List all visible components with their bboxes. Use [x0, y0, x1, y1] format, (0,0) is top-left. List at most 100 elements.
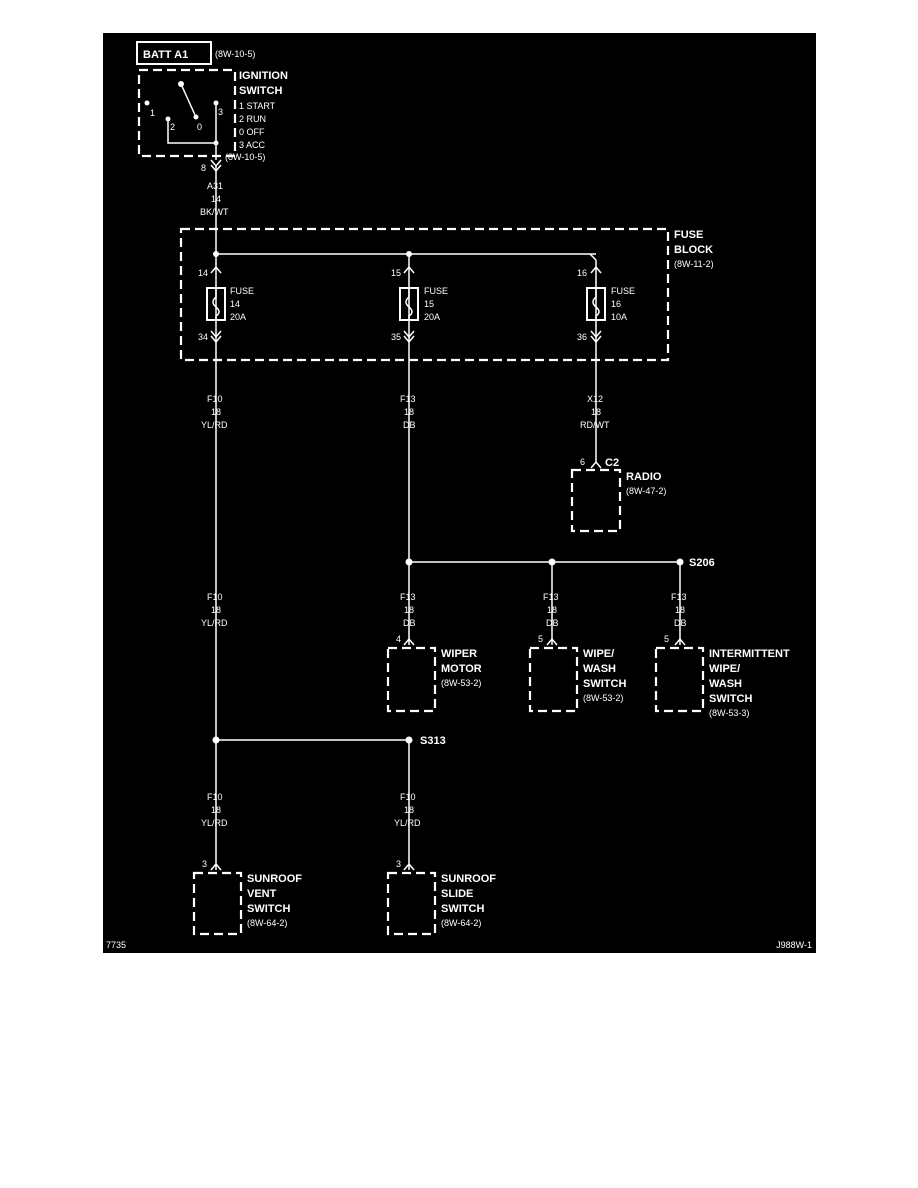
sunroof-slide-switch-line-2: SLIDE	[441, 888, 473, 900]
wipe-wash-switch-ref: (8W-53-2)	[583, 693, 623, 703]
fuse-15-out-connector-2	[403, 335, 415, 344]
wire-f13-wipe-wash-circuit: F13	[543, 592, 559, 602]
sunroof-vent-switch-line-2: VENT	[247, 888, 277, 900]
wire-x12-circuit: X12	[587, 394, 603, 404]
ignition-position-4: 3 ACC	[239, 140, 266, 150]
fuse-block-box	[179, 227, 670, 362]
fuse-15-number: 15	[424, 299, 434, 309]
sunroof-slide-switch-connector	[403, 862, 415, 871]
fuse-14-out-pin: 34	[198, 332, 208, 342]
ignition-bus-junction	[213, 140, 219, 146]
intermittent-switch-connector	[674, 637, 686, 646]
splice-s206-junction-wiper	[405, 558, 413, 566]
sunroof-slide-switch-pin: 3	[396, 859, 401, 869]
fuse-15-out-connector	[403, 330, 415, 339]
footer-right-code: J988W-1	[776, 940, 812, 950]
wire-f13-wipe-wash-color: DB	[546, 618, 559, 628]
fuse-14-in-pin: 14	[198, 268, 208, 278]
ignition-terminal-0: 0	[197, 122, 202, 132]
wipe-wash-switch-pin: 5	[538, 634, 543, 644]
sunroof-vent-switch-pin: 3	[202, 859, 207, 869]
wire-f13-top-color: DB	[403, 420, 416, 430]
radio-pin: 6	[580, 457, 585, 467]
ignition-terminal-2: 2	[170, 122, 175, 132]
fuse-block-ref: (8W-11-2)	[674, 259, 714, 269]
wire-f13-wipe-wash-gauge: 18	[547, 605, 557, 615]
fuse-14-number: 14	[230, 299, 240, 309]
ignition-terminal-3: 3	[218, 107, 223, 117]
radio-title: RADIO	[626, 471, 662, 483]
fuse-block-title-2: BLOCK	[674, 244, 713, 256]
wire-f13-wiper-color: DB	[403, 618, 416, 628]
batt-source-ref: (8W-10-5)	[215, 49, 255, 59]
fuse-15-in-pin: 15	[391, 268, 401, 278]
wipe-wash-switch: 5 WIPE/ WASH SWITCH (8W-53-2)	[528, 634, 626, 713]
wiper-motor-line-1: WIPER	[441, 648, 477, 660]
wire-f13-top-circuit: F13	[400, 394, 416, 404]
wire-f10-vent-color: YL/RD	[201, 818, 228, 828]
sunroof-slide-switch-box	[386, 871, 437, 936]
wire-f10-top-color: YL/RD	[201, 420, 228, 430]
wire-x12-gauge: 18	[591, 407, 601, 417]
fuse-16-in-pin: 16	[577, 268, 587, 278]
ignition-contact-1	[144, 100, 150, 106]
fuse-14-out-connector	[210, 330, 222, 339]
fuse-16-in-connector	[590, 265, 602, 274]
splice-s313-label: S313	[420, 735, 446, 747]
ignition-terminal-1: 1	[150, 108, 155, 118]
wire-f13-intermittent-gauge: 18	[675, 605, 685, 615]
fuse-16-number: 16	[611, 299, 621, 309]
sunroof-vent-switch: 3 SUNROOF VENT SWITCH (8W-64-2)	[192, 859, 302, 936]
wiper-motor-box	[386, 646, 437, 713]
radio: 6 C2 RADIO (8W-47-2)	[570, 457, 666, 533]
sunroof-vent-switch-line-1: SUNROOF	[247, 873, 302, 885]
splice-s313-junction-vent	[212, 736, 220, 744]
ignition-internal-bus	[167, 119, 216, 144]
fuse-bus-corner-16	[589, 253, 597, 261]
fuse-14-in-connector	[210, 265, 222, 274]
fuse-block: FUSE BLOCK (8W-11-2) 14 34 FUSE 14 20A 1…	[179, 227, 714, 362]
intermittent-switch-line-2: WIPE/	[709, 663, 740, 675]
sunroof-vent-switch-line-3: SWITCH	[247, 903, 290, 915]
batt-source-label: BATT A1	[143, 49, 188, 61]
fuse-16-out-connector	[590, 330, 602, 339]
wire-f13-intermittent-circuit: F13	[671, 592, 687, 602]
sunroof-vent-switch-ref: (8W-64-2)	[247, 918, 287, 928]
wipe-wash-switch-line-3: SWITCH	[583, 678, 626, 690]
radio-connector	[590, 460, 602, 469]
fuse-block-title-1: FUSE	[674, 229, 703, 241]
wiper-motor-pin: 4	[396, 634, 401, 644]
intermittent-switch-line-3: WASH	[709, 678, 742, 690]
wipe-wash-switch-box	[528, 646, 579, 713]
sunroof-vent-switch-connector	[210, 862, 222, 871]
fuse-15-label: FUSE	[424, 286, 448, 296]
wiper-motor-line-2: MOTOR	[441, 663, 482, 675]
fuse-15-in-connector	[403, 265, 415, 274]
fuse-16-element	[592, 288, 600, 320]
splice-s206-label: S206	[689, 557, 715, 569]
ignition-switch-title-2: SWITCH	[239, 85, 282, 97]
ignition-lever	[180, 83, 196, 116]
wire-f10-top-gauge: 18	[211, 407, 221, 417]
intermittent-switch-line-4: SWITCH	[709, 693, 752, 705]
intermittent-switch-ref: (8W-53-3)	[709, 708, 749, 718]
sunroof-slide-switch: 3 SUNROOF SLIDE SWITCH (8W-64-2)	[386, 859, 496, 936]
feed-wire-gauge: 14	[211, 194, 221, 204]
fuse-15-out-pin: 35	[391, 332, 401, 342]
ignition-contact-0	[193, 114, 199, 120]
fuse-16-out-connector-2	[590, 335, 602, 344]
wire-f10-slide-circuit: F10	[400, 792, 416, 802]
wire-x12-color: RD/WT	[580, 420, 610, 430]
wire-f10-mid-circuit: F10	[207, 592, 223, 602]
intermittent-wipe-wash-switch: 5 INTERMITTENT WIPE/ WASH SWITCH (8W-53-…	[654, 634, 790, 718]
intermittent-switch-line-1: INTERMITTENT	[709, 648, 790, 660]
wire-f13-wiper-gauge: 18	[404, 605, 414, 615]
wiper-motor: 4 WIPER MOTOR (8W-53-2)	[386, 634, 482, 713]
intermittent-switch-pin: 5	[664, 634, 669, 644]
sunroof-slide-switch-line-1: SUNROOF	[441, 873, 496, 885]
ignition-position-3: 0 OFF	[239, 127, 265, 137]
ignition-output-pin: 8	[201, 163, 206, 173]
fuse-14-label: FUSE	[230, 286, 254, 296]
batt-source-box	[136, 41, 212, 65]
